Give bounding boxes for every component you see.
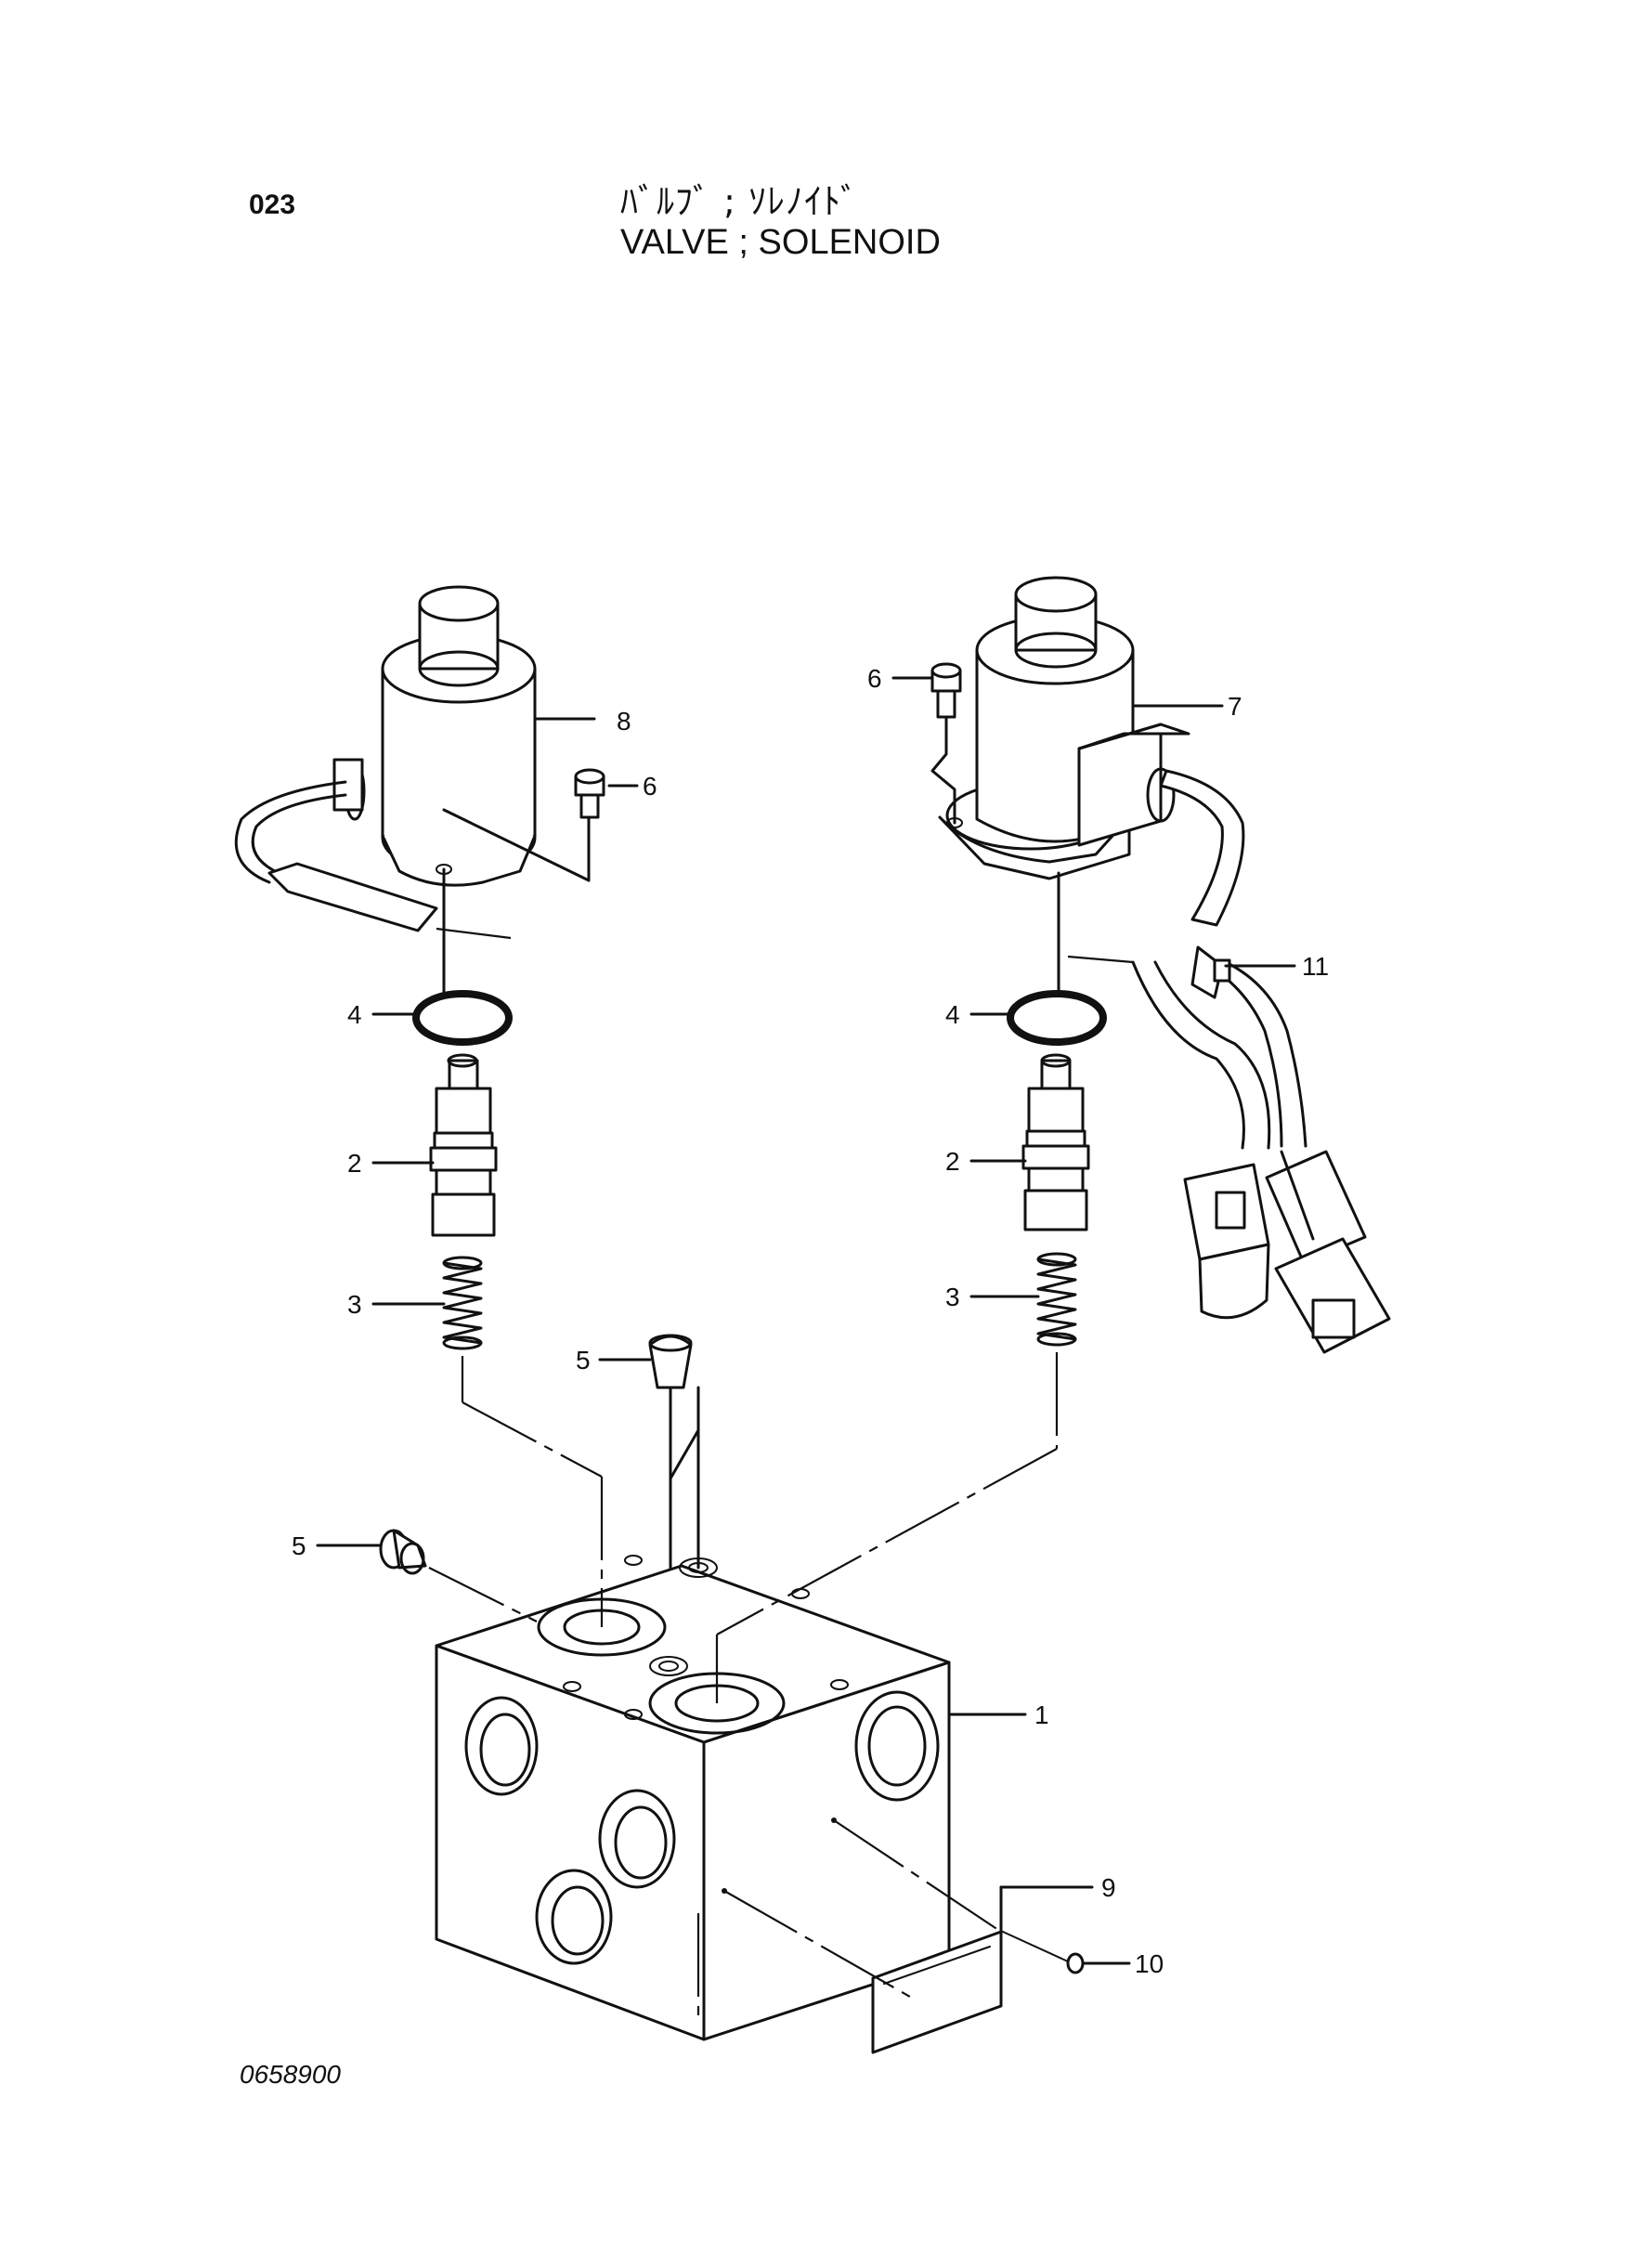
wire-harness [1067, 945, 1391, 1354]
screw-left [574, 768, 605, 882]
oring-right [1007, 990, 1107, 1046]
plug-side [379, 1529, 538, 1622]
oring-left [412, 990, 513, 1046]
callout-4-right: 4 [945, 1000, 960, 1029]
callout-4-left: 4 [347, 1000, 362, 1029]
nameplate [723, 1819, 1003, 2054]
callout-9: 9 [1101, 1873, 1116, 1902]
callout-6-left: 6 [643, 772, 657, 801]
title-japanese: ﾊﾞﾙﾌﾞ ; ｿﾚﾉｲﾄﾞ [620, 181, 859, 222]
callout-10: 10 [1135, 1949, 1164, 1978]
callout-7: 7 [1228, 692, 1242, 721]
plug-top [648, 1334, 700, 1570]
solenoid-right [938, 576, 1245, 927]
title-english: VALVE ; SOLENOID [620, 223, 941, 262]
callout-11: 11 [1302, 952, 1329, 981]
screw-right [930, 662, 962, 825]
drawing-number: 0658900 [240, 2060, 342, 2089]
spool-left [429, 1053, 498, 1237]
valve-body [435, 1555, 951, 2041]
callout-3-right: 3 [945, 1283, 960, 1311]
callout-1: 1 [1034, 1700, 1049, 1729]
callout-5-side: 5 [292, 1531, 306, 1560]
spring-right [1036, 1252, 1077, 1347]
spool-right [1021, 1053, 1090, 1231]
solenoid-left [234, 585, 596, 994]
callout-8: 8 [617, 707, 631, 736]
callout-2-left: 2 [347, 1149, 362, 1178]
callout-5-top: 5 [576, 1346, 591, 1375]
rivet [1002, 1931, 1085, 1974]
page-number: 023 [249, 189, 296, 220]
spring-left [442, 1256, 483, 1350]
leader-lines [316, 676, 1131, 1965]
callout-3-left: 3 [347, 1290, 362, 1319]
callout-6-right: 6 [867, 664, 882, 693]
callout-2-right: 2 [945, 1147, 960, 1176]
callout-numbers: 1 2 2 3 3 4 4 5 5 6 6 7 8 9 10 11 [292, 664, 1329, 1978]
